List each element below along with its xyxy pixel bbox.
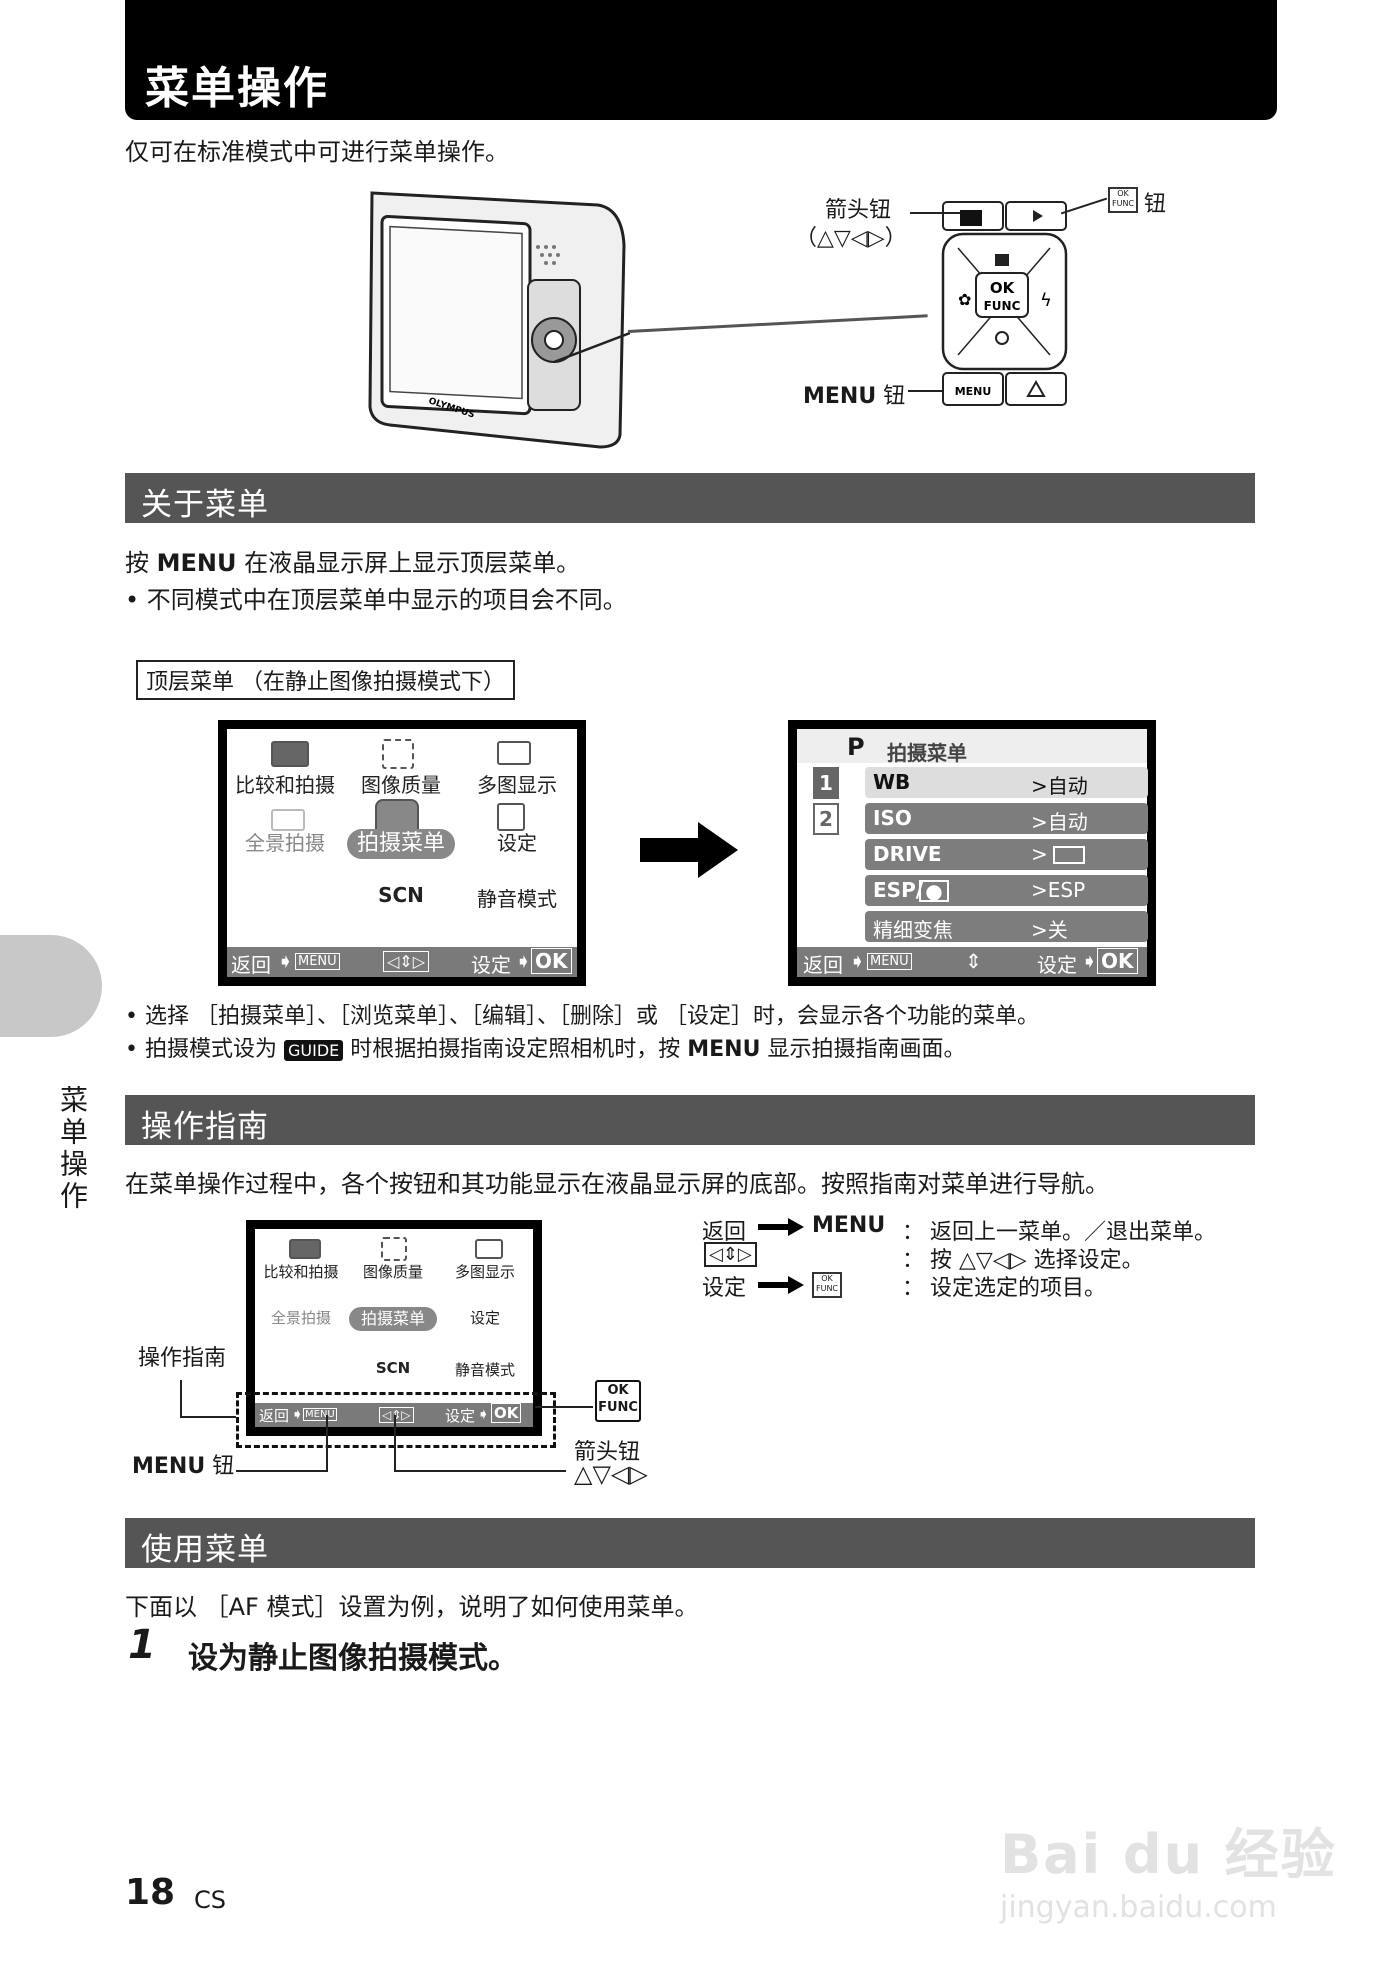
menu-button-label: MENU 钮 [803,384,906,409]
arrow-leader [910,212,960,214]
legend-back-label: 返回 [702,1220,747,1245]
control-pad: OK FUNC ✿ ϟ MENU [941,201,1068,406]
arrow-button-label: 箭头钮 [825,198,892,223]
page-title: 菜单操作 [145,63,329,114]
shoot-menu-title: 拍摄菜单 [887,741,967,765]
watermark-url: jingyan.baidu.com [1000,1890,1277,1925]
ok-button-label: 钮 [1144,192,1167,217]
operation-guide-label: 操作指南 [138,1346,227,1371]
arrow-leader-v [394,1415,396,1471]
menu-item-silent-mode[interactable]: 静音模式 [477,887,557,911]
legend-colon-2: ： [902,1248,925,1273]
menu-button-callout: MENU 钮 [132,1454,235,1479]
menu-leader-v [326,1415,328,1471]
arrow-leader-h [394,1470,566,1472]
svg-text:ϟ: ϟ [1040,290,1052,311]
page-title-bar: 菜单操作 [125,0,1277,120]
section-header-using-menu: 使用菜单 [125,1518,1255,1568]
legend-set-label: 设定 [702,1276,747,1301]
guide-leader-h [180,1416,236,1418]
step-text: 设为静止图像拍摄模式。 [188,1641,518,1676]
section-header-about-menu: 关于菜单 [125,473,1255,523]
guide-example-screen: 比较和拍摄 图像质量 多图显示 全景拍摄 拍摄菜单 设定 SCN 静音模式 返回… [246,1220,542,1436]
using-menu-text: 下面以 ［AF 模式］设置为例，说明了如何使用菜单。 [125,1593,699,1621]
pad-menu: MENU [955,385,992,398]
arrow-symbols-callout: △▽◁▷ [574,1460,648,1488]
legend-colon-1: ： [902,1220,925,1245]
legend-colon-3: ： [902,1276,925,1301]
row-iso[interactable]: ISO>自动 [865,803,1148,834]
top-menu-guide-bar: 返回 ➧ MENU ◁⇕▷ 设定 ➧ OK [227,947,577,977]
shoot-menu-guide-bar: 返回 ➧ MENU ⇕ 设定 ➧ OK [797,947,1147,977]
language-code: CS [194,1886,226,1914]
watermark-brand: Bai du 经验 [1000,1823,1337,1886]
top-menu-screen: 比较和拍摄 图像质量 多图显示 全景拍摄 拍摄菜单 设定 SCN 静音模式 返回… [218,720,586,986]
ok-leader-h [535,1406,593,1408]
shoot-mode-p: P [847,733,865,761]
legend-select-desc: 按 △▽◁▷ 选择设定。 [930,1248,1144,1273]
menu-item-image-quality[interactable]: 图像质量 [361,773,441,797]
row-fine-zoom[interactable]: 精细变焦>关 [865,911,1148,942]
page-2-badge[interactable]: 2 [813,803,839,835]
shooting-menu-screen: P 拍摄菜单 1 2 WB>自动 ISO>自动 DRIVE> ESP/●>ESP… [788,720,1156,986]
legend-arrow-2-icon [758,1276,804,1294]
about-menu-bullet: • 不同模式中在顶层菜单中显示的项目会不同。 [125,586,627,614]
guide-mode-bullet: • 拍摄模式设为 GUIDE 时根据拍摄指南设定照相机时，按 MENU 显示拍摄… [125,1037,966,1062]
legend-menu-key: MENU [812,1213,886,1238]
menu-item-compare[interactable]: 比较和拍摄 [235,773,335,797]
top-menu-caption-box: 顶层菜单 （在静止图像拍摄模式下） [136,660,515,700]
guide-leader-v [180,1380,182,1416]
menu-item-scn[interactable]: SCN [378,883,424,907]
section-header-operation-guide: 操作指南 [125,1095,1255,1145]
menu-item-panorama[interactable]: 全景拍摄 [245,831,325,855]
about-menu-text: 按 MENU 在液晶显示屏上显示顶层菜单。 [125,549,581,577]
menu-item-setup[interactable]: 设定 [497,831,537,855]
camera-illustration: OLYMPUS [368,191,630,449]
pad-ok: OK [990,279,1016,297]
side-section-label: 菜单操作 [56,1085,89,1213]
menu-item-shooting-menu[interactable]: 拍摄菜单 [347,829,455,859]
row-drive[interactable]: DRIVE> [865,839,1148,870]
legend-arrow-pad-icon: ◁⇕▷ [704,1242,757,1267]
guide-highlight-box [236,1392,556,1448]
arrow-symbols: （△▽◁▷） [795,226,907,251]
guide-badge: GUIDE [283,1040,344,1061]
arrow-button-callout: 箭头钮 [574,1440,641,1465]
legend-set-desc: 设定选定的项目。 [930,1276,1107,1301]
arrow-right-icon [640,822,738,878]
legend-arrow-1-icon [758,1218,804,1236]
pad-func: FUNC [984,299,1021,313]
legend-back-desc: 返回上一菜单。／退出菜单。 [930,1220,1217,1245]
intro-text: 仅可在标准模式中可进行菜单操作。 [125,138,509,166]
row-wb[interactable]: WB>自动 [865,767,1148,798]
menu-item-multi-view[interactable]: 多图显示 [477,773,557,797]
page-number: 18 [125,1872,176,1913]
operation-guide-text: 在菜单操作过程中，各个按钮和其功能显示在液晶显示屏的底部。按照指南对菜单进行导航… [125,1170,1109,1198]
menu-leader-h [236,1470,328,1472]
page-1-badge[interactable]: 1 [813,767,839,799]
row-esp[interactable]: ESP/●>ESP [865,875,1148,906]
menu-leader [908,390,943,392]
svg-text:✿: ✿ [958,290,971,309]
callout-line [627,314,928,333]
menu-functions-bullet: • 选择 ［拍摄菜单］、［浏览菜单］、［编辑］、［删除］或 ［设定］时，会显示各… [125,1004,1039,1029]
step-number: 1 [128,1622,156,1668]
side-tab [0,935,102,1037]
